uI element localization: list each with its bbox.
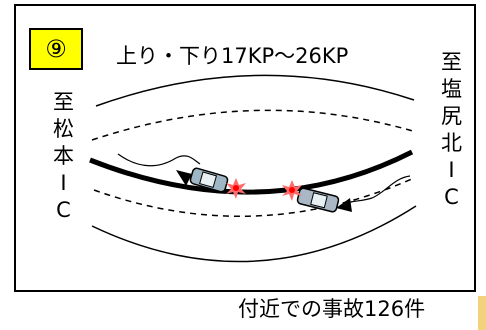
car-right-icon [296, 187, 340, 213]
left-destination-label: 至 松 本 I C [53, 92, 74, 227]
right-label-char: 北 [441, 131, 462, 155]
road-edge-bottom [91, 205, 417, 263]
accident-count-caption: 付近での事故126件 [238, 297, 426, 321]
right-label-char: I [448, 158, 455, 182]
center-median [89, 149, 414, 195]
right-label-char: 塩 [441, 77, 462, 101]
left-label-char: 本 [53, 144, 74, 168]
collision-burst-icon [282, 180, 302, 201]
right-destination-label: 至 塩 尻 北 I C [441, 52, 462, 214]
right-label-char: 至 [441, 50, 462, 74]
right-label-char: 尻 [441, 104, 462, 128]
right-label-char: C [444, 185, 459, 209]
left-label-char: I [60, 171, 67, 195]
car-left-trail [117, 153, 201, 167]
lane-line-bottom [93, 177, 415, 217]
left-label-char: 至 [53, 90, 74, 114]
road-edge-top [95, 74, 415, 107]
collision-burst-icon [226, 178, 246, 199]
direction-arrow-icon [336, 198, 352, 212]
page-title: 上り・下り17KP～26KP [116, 44, 349, 68]
diagram-frame [14, 4, 476, 292]
left-label-char: C [56, 198, 71, 222]
car-left-icon [189, 167, 229, 193]
badge-number: ⑨ [29, 28, 83, 70]
footer-accent-bar [478, 296, 486, 330]
lane-line-top [91, 109, 417, 141]
car-right-trail [345, 175, 411, 205]
left-label-char: 松 [53, 117, 74, 141]
direction-arrow-icon [176, 170, 192, 186]
